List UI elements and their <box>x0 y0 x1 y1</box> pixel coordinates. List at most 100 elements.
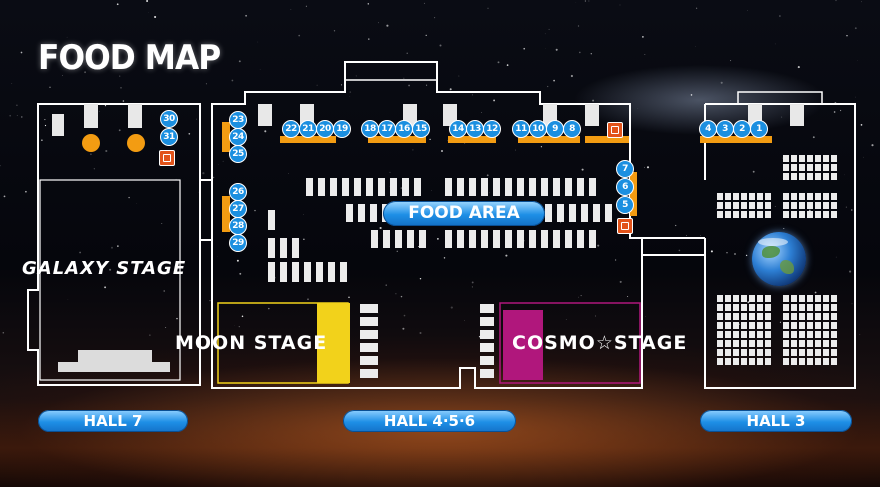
seat-block <box>717 358 723 365</box>
seat-block <box>783 193 789 200</box>
seat-block <box>807 202 813 209</box>
seat-block <box>717 331 723 338</box>
booth-badge-25[interactable]: 25 <box>229 145 247 163</box>
booth-badge-19[interactable]: 19 <box>333 120 351 138</box>
seat-block <box>823 349 829 356</box>
seat-block <box>799 173 805 180</box>
seat-block <box>815 358 821 365</box>
booth-badge-23[interactable]: 23 <box>229 111 247 129</box>
seat-block <box>791 349 797 356</box>
seat-block <box>799 211 805 218</box>
seat-block <box>757 295 763 302</box>
hall-456-label: HALL 4·5·6 <box>343 410 516 432</box>
seat-block <box>757 358 763 365</box>
seat-block <box>807 173 813 180</box>
booth-badge-22[interactable]: 22 <box>282 120 300 138</box>
seat-block <box>807 295 813 302</box>
cosmo-stage-label: COSMO☆STAGE <box>512 332 688 354</box>
seat-block <box>749 349 755 356</box>
seat-block <box>823 173 829 180</box>
booth-counter <box>630 172 637 216</box>
seat-block <box>481 230 488 248</box>
booth-badge-10[interactable]: 10 <box>529 120 547 138</box>
booth-badge-2[interactable]: 2 <box>733 120 751 138</box>
booth-badge-20[interactable]: 20 <box>316 120 334 138</box>
seat-block <box>541 230 548 248</box>
booth-badge-7[interactable]: 7 <box>616 160 634 178</box>
seat-block <box>791 331 797 338</box>
booth-badge-9[interactable]: 9 <box>546 120 564 138</box>
seat-block <box>823 193 829 200</box>
seat-block <box>569 204 576 222</box>
booth-badge-30[interactable]: 30 <box>160 110 178 128</box>
booth-badge-17[interactable]: 17 <box>378 120 396 138</box>
booth-block <box>790 104 804 126</box>
seat-block <box>717 304 723 311</box>
booth-badge-16[interactable]: 16 <box>395 120 413 138</box>
seat-block <box>757 322 763 329</box>
booth-badge-27[interactable]: 27 <box>229 200 247 218</box>
seat-block <box>791 313 797 320</box>
seat-block <box>807 313 813 320</box>
booth-badge-6[interactable]: 6 <box>616 178 634 196</box>
seat-block <box>831 164 837 171</box>
seat-block <box>505 230 512 248</box>
booth-badge-5[interactable]: 5 <box>616 196 634 214</box>
seat-block <box>581 204 588 222</box>
booth-counter <box>127 134 145 152</box>
seat-block <box>316 262 323 282</box>
seat-block <box>749 331 755 338</box>
seat-block <box>831 193 837 200</box>
booth-badge-4[interactable]: 4 <box>699 120 717 138</box>
booth-badge-18[interactable]: 18 <box>361 120 379 138</box>
booth-block <box>52 114 64 136</box>
seat-block <box>765 211 771 218</box>
booth-counter <box>82 134 100 152</box>
booth-badge-8[interactable]: 8 <box>563 120 581 138</box>
booth-badge-3[interactable]: 3 <box>716 120 734 138</box>
shop-icon <box>617 218 633 234</box>
seat-block <box>765 313 771 320</box>
booth-badge-1[interactable]: 1 <box>750 120 768 138</box>
seat-block <box>481 178 488 196</box>
booth-badge-28[interactable]: 28 <box>229 217 247 235</box>
booth-badge-14[interactable]: 14 <box>449 120 467 138</box>
seat-block <box>480 343 494 352</box>
booth-badge-13[interactable]: 13 <box>466 120 484 138</box>
shop-icon <box>159 150 175 166</box>
booth-badge-24[interactable]: 24 <box>229 128 247 146</box>
seat-block <box>328 262 335 282</box>
booth-badge-15[interactable]: 15 <box>412 120 430 138</box>
seat-block <box>791 358 797 365</box>
booth-badge-26[interactable]: 26 <box>229 183 247 201</box>
seat-block <box>807 349 813 356</box>
seat-block <box>749 304 755 311</box>
seat-block <box>733 202 739 209</box>
seat-block <box>717 202 723 209</box>
seat-block <box>402 178 409 196</box>
seat-block <box>815 155 821 162</box>
booth-badge-21[interactable]: 21 <box>299 120 317 138</box>
seat-block <box>831 202 837 209</box>
seat-block <box>469 178 476 196</box>
seat-block <box>765 322 771 329</box>
seat-block <box>717 349 723 356</box>
seat-block <box>414 178 421 196</box>
seat-block <box>783 358 789 365</box>
seat-block <box>823 340 829 347</box>
seat-block <box>505 178 512 196</box>
seat-block <box>557 204 564 222</box>
seat-block <box>757 202 763 209</box>
seat-block <box>741 331 747 338</box>
seat-block <box>725 358 731 365</box>
seat-block <box>831 173 837 180</box>
seat-block <box>480 356 494 365</box>
seat-block <box>541 178 548 196</box>
seat-block <box>757 304 763 311</box>
booth-badge-12[interactable]: 12 <box>483 120 501 138</box>
booth-badge-29[interactable]: 29 <box>229 234 247 252</box>
booth-badge-11[interactable]: 11 <box>512 120 530 138</box>
cosmo-stage-area <box>499 302 641 384</box>
booth-badge-31[interactable]: 31 <box>160 128 178 146</box>
page-title: FOOD MAP <box>38 38 221 78</box>
